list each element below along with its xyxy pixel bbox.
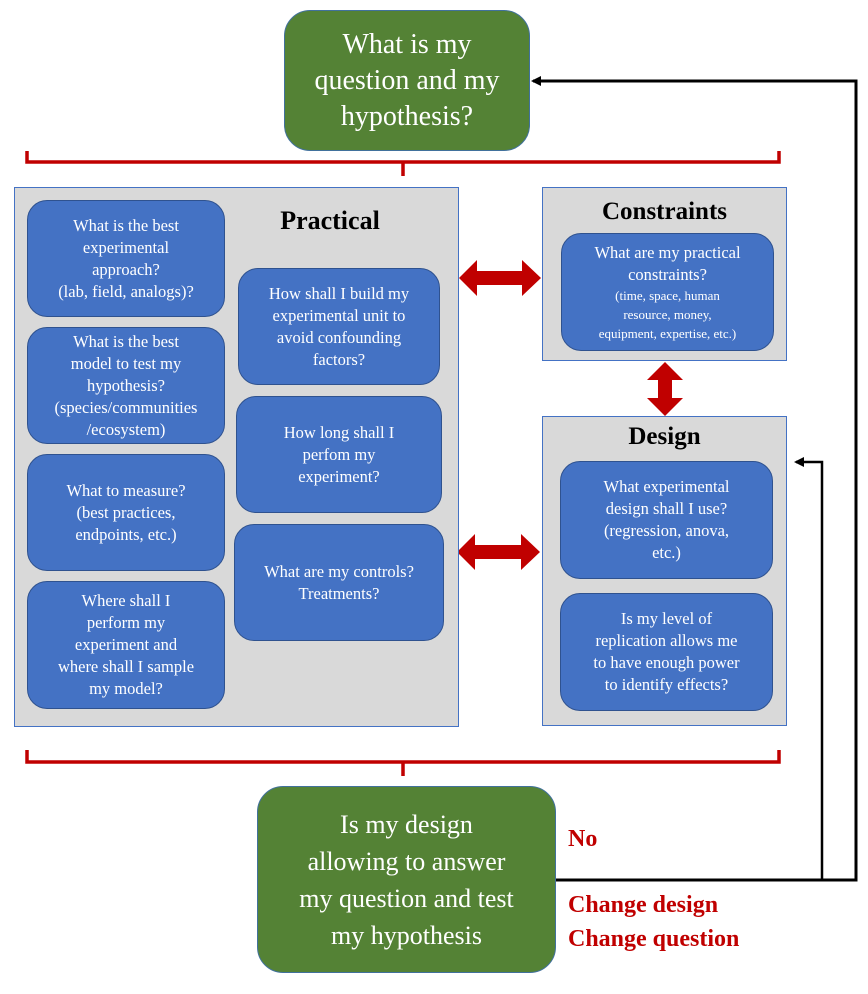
practical-item-approach: What is the best experimental approach? …: [27, 200, 225, 317]
bottom-bracket: [25, 750, 781, 776]
top-bracket: [25, 151, 781, 176]
practical-item-measure: What to measure? (best practices, endpoi…: [27, 454, 225, 571]
practical-item-where: Where shall I perform my experiment and …: [27, 581, 225, 709]
practical-title: Practical: [280, 206, 380, 235]
practical-item-model: What is the best model to test my hypoth…: [27, 327, 225, 444]
constraints-item-main: What are my practical constraints?: [594, 242, 741, 284]
design-item-type: What experimental design shall I use? (r…: [560, 461, 773, 579]
constraints-item: What are my practical constraints? (time…: [561, 233, 774, 351]
change-question-label: Change question: [568, 926, 740, 952]
question-hypothesis-box: What is my question and my hypothesis?: [284, 10, 530, 151]
no-label: No: [568, 826, 598, 852]
practical-item-experimental-unit: How shall I build my experimental unit t…: [238, 268, 440, 385]
practical-item-controls: What are my controls? Treatments?: [234, 524, 444, 641]
design-title: Design: [628, 423, 701, 450]
feedback-line-to-design: [794, 457, 824, 880]
constraints-item-detail: (time, space, human resource, money, equ…: [598, 287, 737, 341]
design-item-replication: Is my level of replication allows me to …: [560, 593, 773, 711]
double-arrow-constraints-design: [647, 362, 683, 416]
feedback-line-to-question: [531, 76, 858, 882]
change-design-label: Change design: [568, 892, 719, 918]
double-arrow-practical-design: [457, 534, 540, 570]
constraints-title: Constraints: [601, 198, 727, 225]
practical-item-duration: How long shall I perfom my experiment?: [236, 396, 442, 513]
design-check-box: Is my design allowing to answer my quest…: [257, 786, 556, 973]
double-arrow-practical-constraints: [459, 260, 541, 296]
